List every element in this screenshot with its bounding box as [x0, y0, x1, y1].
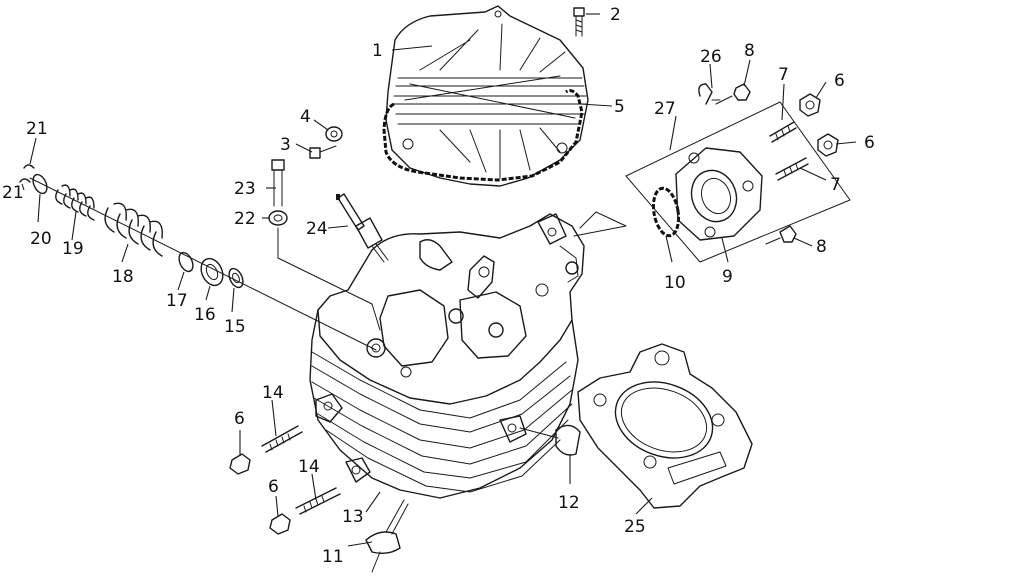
leader-lines — [21, 13, 857, 547]
callout-7a: 7 — [778, 65, 789, 85]
callout-13: 13 — [342, 507, 364, 527]
callout-11: 11 — [322, 547, 344, 567]
spark-plug — [336, 193, 389, 263]
callout-labels: 1 2 3 4 5 6 6 6 6 7 7 8 8 9 10 11 12 13 … — [2, 5, 875, 567]
bolt-23-axis — [277, 227, 381, 331]
bolt-2 — [573, 7, 585, 37]
callout-6b: 6 — [864, 133, 875, 153]
nut-6-upper — [229, 453, 251, 475]
valve-12 — [519, 424, 581, 456]
callout-17: 17 — [166, 291, 188, 311]
bolt-3 — [309, 145, 337, 159]
callout-8a: 8 — [744, 41, 755, 61]
callout-20: 20 — [30, 229, 52, 249]
callout-9: 9 — [722, 267, 733, 287]
callout-21a: 21 — [26, 119, 48, 139]
callout-25: 25 — [624, 517, 646, 537]
callout-15: 15 — [224, 317, 246, 337]
callout-24: 24 — [306, 219, 328, 239]
callout-2: 2 — [610, 5, 621, 25]
callout-6d: 6 — [268, 477, 279, 497]
callout-16: 16 — [194, 305, 216, 325]
callout-18: 18 — [112, 267, 134, 287]
callout-7b: 7 — [830, 175, 841, 195]
callout-8b: 8 — [816, 237, 827, 257]
callout-5: 5 — [614, 97, 625, 117]
washer-4 — [325, 126, 343, 142]
nut-6-lower — [269, 513, 291, 535]
callout-19: 19 — [62, 239, 84, 259]
washer-22 — [268, 210, 288, 226]
cylinder-head — [309, 213, 585, 499]
callout-14b: 14 — [298, 457, 320, 477]
callout-1: 1 — [372, 41, 383, 61]
callout-27: 27 — [654, 99, 676, 119]
callout-10: 10 — [664, 273, 686, 293]
bolt-23 — [271, 159, 285, 207]
stud-14-upper — [261, 425, 303, 453]
callout-6a: 6 — [834, 71, 845, 91]
valve-spring-assembly — [19, 164, 377, 351]
callout-4: 4 — [300, 107, 311, 127]
stud-14-lower — [295, 487, 341, 515]
callout-26: 26 — [700, 47, 722, 67]
valve-11 — [365, 499, 409, 573]
callout-23: 23 — [234, 179, 256, 199]
callout-21b: 21 — [2, 183, 24, 203]
cover-gasket — [382, 89, 584, 182]
callout-6c: 6 — [234, 409, 245, 429]
callout-12: 12 — [558, 493, 580, 513]
cylinder-head-cover — [385, 5, 589, 187]
callout-14a: 14 — [262, 383, 284, 403]
intake-assembly — [573, 83, 851, 263]
callout-22: 22 — [234, 209, 256, 229]
head-gasket — [577, 343, 753, 509]
callout-3: 3 — [280, 135, 291, 155]
